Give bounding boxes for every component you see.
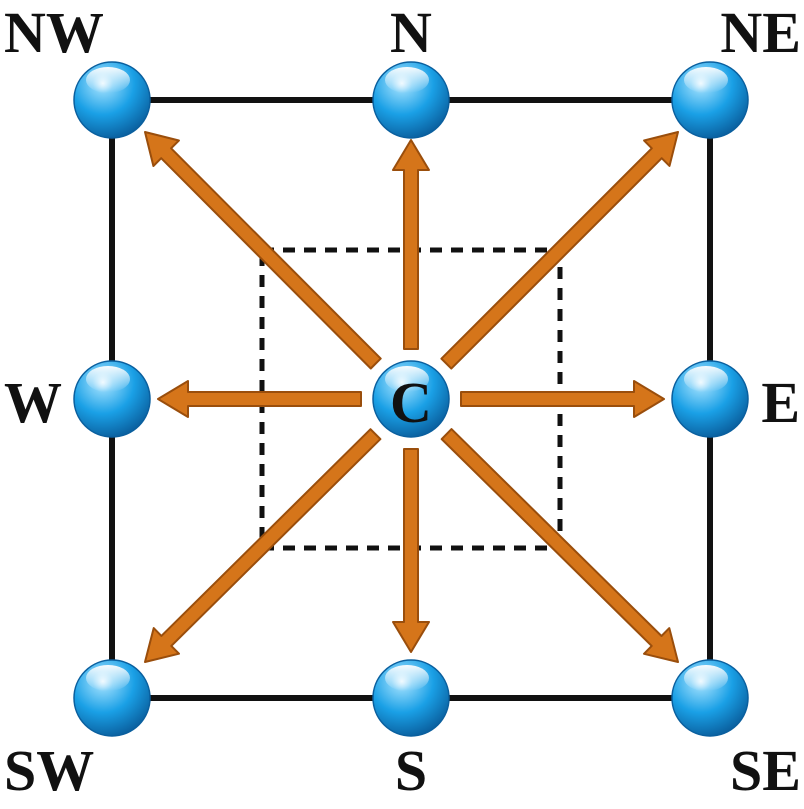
arrow-e — [460, 380, 665, 418]
node-sw-highlight — [86, 665, 130, 691]
label-center: C — [390, 370, 432, 435]
node-sw — [73, 659, 151, 737]
arrow-se — [440, 428, 679, 663]
arrow-w — [157, 380, 362, 418]
node-n-highlight — [385, 67, 429, 93]
label-e: E — [761, 370, 800, 435]
node-se — [671, 659, 749, 737]
node-se-highlight — [684, 665, 728, 691]
node-w — [73, 360, 151, 438]
node-nw-highlight — [86, 67, 130, 93]
node-c — [372, 360, 450, 438]
arrow-nw — [144, 131, 382, 370]
label-nw: NW — [4, 0, 104, 65]
label-n: N — [390, 0, 432, 65]
arrow-n — [392, 139, 430, 350]
node-e — [671, 360, 749, 438]
node-s-highlight — [385, 665, 429, 691]
node-ne-highlight — [684, 67, 728, 93]
node-s — [372, 659, 450, 737]
node-e-highlight — [684, 366, 728, 392]
label-sw: SW — [4, 738, 94, 803]
arrow-sw — [144, 428, 382, 663]
arrow-ne — [440, 131, 679, 370]
label-s: S — [395, 738, 427, 803]
node-n — [372, 61, 450, 139]
arrow-group — [144, 131, 679, 663]
label-se: SE — [730, 738, 801, 803]
node-w-highlight — [86, 366, 130, 392]
node-nw — [73, 61, 151, 139]
node-group — [73, 61, 749, 737]
arrow-s — [392, 448, 430, 653]
node-ne — [671, 61, 749, 139]
label-ne: NE — [720, 0, 801, 65]
node-c-highlight — [385, 366, 429, 392]
label-w: W — [4, 370, 62, 435]
